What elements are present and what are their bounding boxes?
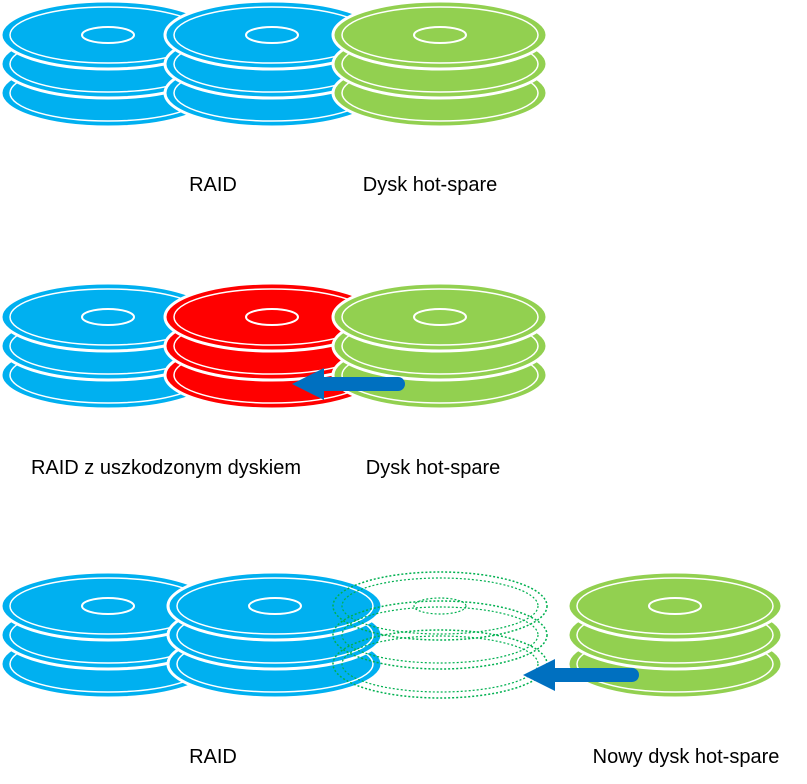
arrow-head bbox=[292, 368, 324, 400]
raid-disk-stack-1 bbox=[0, 0, 217, 129]
raid-failed-label: RAID z uszkodzonym dyskiem bbox=[31, 457, 301, 479]
disk-platter bbox=[331, 281, 549, 353]
new-hot-spare-label: Nowy dysk hot-spare bbox=[593, 746, 780, 768]
replace-arrow bbox=[292, 368, 405, 400]
hot-spare-label: Dysk hot-spare bbox=[366, 457, 501, 479]
disk-platter-ring bbox=[576, 577, 774, 635]
disk-platter bbox=[166, 570, 384, 642]
panel-1: RAID Dysk hot-spare bbox=[0, 0, 549, 196]
disk-spindle bbox=[413, 26, 467, 44]
disk-platter bbox=[331, 0, 549, 71]
replace-arrow bbox=[523, 659, 639, 691]
raid-disk-stack-1 bbox=[0, 570, 217, 700]
hot-spare-label: Dysk hot-spare bbox=[363, 174, 498, 196]
ghost-platter-ring bbox=[341, 635, 539, 693]
disk-spindle bbox=[81, 308, 135, 326]
ghost-platter bbox=[332, 571, 548, 641]
disk-spindle bbox=[413, 308, 467, 326]
hot-spare-disk-stack bbox=[331, 0, 549, 129]
raid-disk-stack-2 bbox=[166, 570, 384, 700]
disk-platter bbox=[566, 570, 784, 642]
ghost-platter-ring bbox=[341, 606, 539, 664]
ghost-spindle bbox=[413, 597, 467, 615]
disk-spindle bbox=[81, 26, 135, 44]
empty-slot-ghost-stack bbox=[332, 571, 548, 699]
disk-platter-ring bbox=[176, 577, 374, 635]
disk-spindle bbox=[245, 308, 299, 326]
disk-platter-ring bbox=[341, 6, 539, 64]
disk-spindle bbox=[245, 26, 299, 44]
raid-disk-stack-1 bbox=[0, 281, 217, 411]
hot-spare-disk-stack bbox=[331, 281, 549, 411]
disk-platter-ring bbox=[341, 288, 539, 346]
ghost-platter-ring bbox=[341, 577, 539, 635]
disk-spindle bbox=[81, 597, 135, 615]
disk-spindle bbox=[248, 597, 302, 615]
failed-disk-stack bbox=[163, 281, 381, 411]
disk-spindle bbox=[648, 597, 702, 615]
raid-label: RAID bbox=[189, 746, 237, 768]
ghost-platter bbox=[332, 600, 548, 670]
panel-2: RAID z uszkodzonym dyskiem Dysk hot-spar… bbox=[0, 281, 549, 479]
panel-3: RAID Nowy dysk hot-spare bbox=[0, 570, 784, 768]
raid-label: RAID bbox=[189, 174, 237, 196]
arrow-head bbox=[523, 659, 555, 691]
raid-disk-stack-2 bbox=[163, 0, 381, 129]
